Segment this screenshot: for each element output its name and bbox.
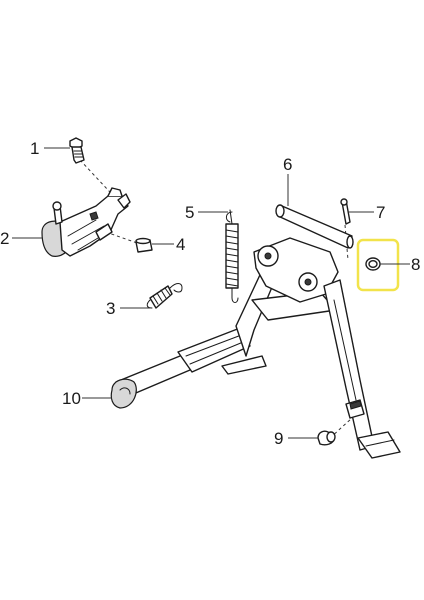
callout-leaders <box>12 147 410 439</box>
callout-1: 1 <box>30 139 39 158</box>
callout-8: 8 <box>411 255 420 274</box>
part-9-stopper <box>317 430 336 446</box>
part-8-washer <box>365 257 381 271</box>
callout-3: 3 <box>106 299 115 318</box>
part-2-bracket <box>41 187 131 257</box>
part-3-small-spring <box>146 283 183 309</box>
part-7-cotter-pin <box>340 198 351 225</box>
part-1-bolt <box>69 137 85 164</box>
highlight-box <box>356 238 400 292</box>
callout-9: 9 <box>274 429 283 448</box>
part-5-long-spring <box>225 209 239 303</box>
callout-5: 5 <box>185 203 194 222</box>
callout-7: 7 <box>376 203 385 222</box>
callout-labels: 1 2 3 4 5 6 7 8 9 10 <box>0 139 420 448</box>
part-4-bushing <box>135 237 153 253</box>
part-6-shaft <box>275 204 354 249</box>
part-10-center-stand <box>110 237 401 459</box>
callout-6: 6 <box>283 155 292 174</box>
callout-4: 4 <box>176 235 185 254</box>
callout-2: 2 <box>0 229 9 248</box>
callout-10: 10 <box>62 389 81 408</box>
